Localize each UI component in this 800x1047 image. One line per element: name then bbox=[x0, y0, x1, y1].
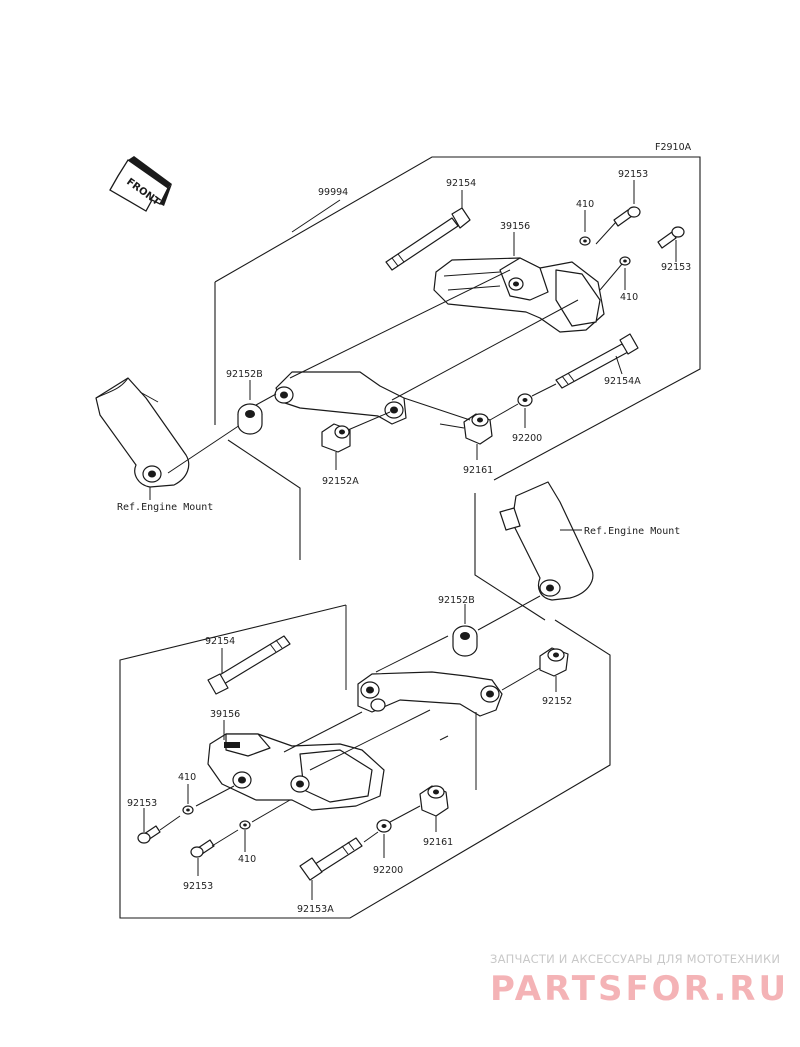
screw-92153-upper-b bbox=[657, 226, 685, 249]
washer-410-lower-a bbox=[182, 805, 194, 815]
label-92154-top: 92154 bbox=[446, 178, 476, 189]
damper-92161-upper bbox=[463, 413, 493, 445]
collar-92152-lower bbox=[539, 647, 569, 677]
label-92153a: 92153A bbox=[297, 904, 334, 915]
label-39156-lower: 39156 bbox=[210, 709, 240, 720]
upper-assembly-lines bbox=[255, 221, 623, 431]
bolt-92154-top bbox=[385, 207, 471, 271]
label-92153-lower-a: 92153 bbox=[127, 798, 157, 809]
bolt-92154-lower bbox=[207, 635, 291, 695]
collar-92152b-upper bbox=[237, 403, 263, 435]
label-92153-upper-a: 92153 bbox=[618, 169, 648, 180]
label-99994: 99994 bbox=[318, 187, 348, 198]
label-410-lower-a: 410 bbox=[178, 772, 196, 783]
label-92200-lower: 92200 bbox=[373, 865, 403, 876]
collar-92152a bbox=[321, 423, 351, 453]
mount-plate-upper bbox=[274, 371, 407, 425]
ref-engine-mount-upper: Ref.Engine Mount bbox=[117, 502, 213, 513]
collar-92152b-lower bbox=[452, 625, 478, 657]
label-92153-lower-b: 92153 bbox=[183, 881, 213, 892]
label-92154-lower: 92154 bbox=[205, 636, 235, 647]
damper-92161-lower bbox=[419, 785, 449, 817]
bolt-92153a bbox=[299, 837, 363, 881]
figure-code: F2910A bbox=[655, 142, 692, 153]
label-410-lower-b: 410 bbox=[238, 854, 256, 865]
frame-slider-39156-upper bbox=[433, 257, 605, 333]
label-92200-upper: 92200 bbox=[512, 433, 542, 444]
upper-kit-frame bbox=[214, 156, 701, 621]
label-92161-upper: 92161 bbox=[463, 465, 493, 476]
bolt-92154a bbox=[555, 333, 639, 389]
watermark-brand: PARTSFOR.RU bbox=[490, 969, 789, 1009]
label-410-upper-a: 410 bbox=[576, 199, 594, 210]
lower-kit-frame bbox=[119, 604, 611, 919]
washer-92200-lower bbox=[376, 819, 392, 833]
label-92152b-upper: 92152B bbox=[226, 369, 263, 380]
lower-assembly-lines bbox=[159, 595, 541, 847]
screw-92153-lower-a bbox=[137, 825, 161, 844]
front-arrow-icon: FRONT bbox=[109, 156, 172, 212]
label-92153-upper-b: 92153 bbox=[661, 262, 691, 273]
screw-92153-lower-b bbox=[190, 839, 215, 858]
label-39156-upper: 39156 bbox=[500, 221, 530, 232]
washer-410-upper-a bbox=[579, 236, 591, 246]
washer-410-lower-b bbox=[239, 820, 251, 830]
screw-92153-upper-a bbox=[613, 206, 641, 227]
frame-slider-39156-lower bbox=[207, 733, 385, 811]
mount-plate-lower bbox=[357, 671, 503, 717]
label-92152-lower: 92152 bbox=[542, 696, 572, 707]
label-92152a: 92152A bbox=[322, 476, 359, 487]
engine-mount-bracket-upper bbox=[95, 377, 190, 488]
kit-leader-line bbox=[291, 199, 341, 233]
label-92161-lower: 92161 bbox=[423, 837, 453, 848]
watermark-tagline: ЗАПЧАСТИ И АКСЕССУАРЫ ДЛЯ МОТОТЕХНИКИ bbox=[490, 952, 780, 966]
label-92154a: 92154A bbox=[604, 376, 641, 387]
engine-mount-bracket-lower bbox=[499, 481, 594, 601]
washer-410-upper-b bbox=[619, 256, 631, 266]
washer-92200-upper bbox=[517, 393, 533, 407]
ref-engine-mount-lower: Ref.Engine Mount bbox=[584, 526, 680, 537]
label-92152b-lower: 92152B bbox=[438, 595, 475, 606]
label-410-upper-b: 410 bbox=[620, 292, 638, 303]
